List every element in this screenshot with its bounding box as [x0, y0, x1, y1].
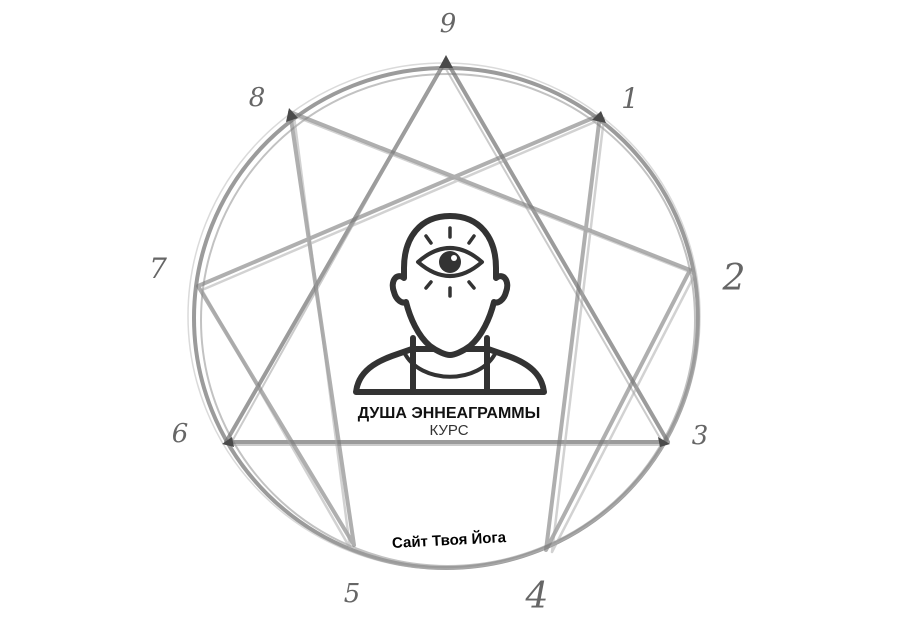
- point-label-8: 8: [249, 83, 266, 113]
- site-caption: Сайт Твоя Йога: [392, 528, 508, 552]
- point-label-3: 3: [692, 421, 709, 451]
- point-label-5: 5: [344, 579, 361, 609]
- point-label-9: 9: [440, 9, 457, 39]
- inner-triangle: [224, 58, 670, 446]
- course-title: ДУША ЭННЕАГРАММЫ: [358, 405, 541, 422]
- point-label-1: 1: [621, 82, 639, 115]
- course-subtitle: КУРС: [429, 422, 468, 439]
- person-with-third-eye-icon: [353, 213, 547, 395]
- point-numbers: 9 1 2 3 4 5 6 7 8: [149, 9, 745, 617]
- point-markers: [222, 55, 670, 447]
- point-label-2: 2: [722, 258, 746, 299]
- point-label-4: 4: [525, 576, 549, 617]
- point-label-6: 6: [172, 419, 189, 449]
- point-label-7: 7: [149, 252, 167, 285]
